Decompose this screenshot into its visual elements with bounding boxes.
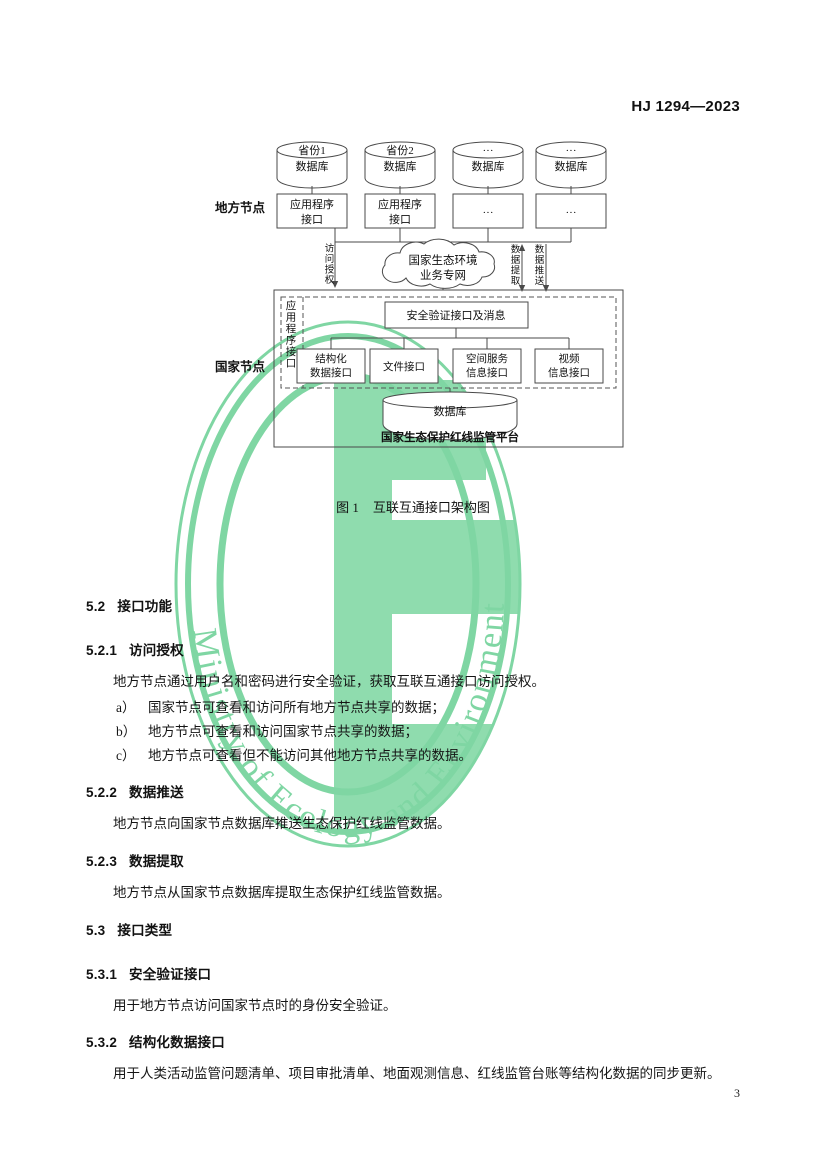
paragraph-5-2-1: 地方节点通过用户名和密码进行安全验证，获取互联互通接口访问授权。 (113, 674, 545, 689)
db-label-1-line1: 省份1 (298, 144, 326, 157)
section-title-5-2-2: 数据推送 (129, 785, 184, 800)
flow-label-data-push: 数据推送 (532, 244, 543, 286)
list-item: c） 地方节点可查看但不能访问其他地方节点共享的数据。 (116, 746, 740, 766)
paragraph-5-3-2: 用于人类活动监管问题清单、项目审批清单、地面观测信息、红线监管台账等结构化数据的… (113, 1066, 721, 1081)
section-number-5-2: 5.2 (86, 599, 106, 614)
arrowhead-access-auth-down (331, 281, 339, 288)
cloud-national-network (381, 238, 496, 289)
figure-caption: 图 1 互联互通接口架构图 (0, 497, 826, 516)
api-box-2 (364, 193, 436, 229)
db-cylinder-4 (535, 141, 607, 189)
national-db-label: 数据库 (434, 404, 467, 418)
db-label-2-line2: 数据库 (384, 159, 417, 173)
section-number-5-2-1: 5.2.1 (86, 643, 118, 658)
figure-label-national-node: 国家节点 (215, 359, 266, 374)
db-cylinder-2 (364, 141, 436, 189)
section-title-5-2-1: 访问授权 (129, 643, 184, 658)
api-box-3 (452, 193, 524, 229)
section-heading-5-3-2: 5.3.2 结构化数据接口 (86, 1031, 225, 1051)
section-heading-5-2-1: 5.2.1 访问授权 (86, 639, 184, 659)
section-number-5-3-2: 5.3.2 (86, 1035, 118, 1050)
list-item: a） 国家节点可查看和访问所有地方节点共享的数据； (116, 698, 740, 718)
section-heading-5-2-3: 5.2.3 数据提取 (86, 850, 184, 870)
list-item: b） 地方节点可查看和访问国家节点共享的数据； (116, 722, 740, 742)
figure-label-local-node: 地方节点 (215, 200, 266, 215)
list-item-text-c: 地方节点可查看但不能访问其他地方节点共享的数据。 (148, 748, 472, 763)
interface-label-4-line2: 信息接口 (548, 366, 590, 379)
section-number-5-3-1: 5.3.1 (86, 967, 118, 982)
arrowhead-data-extract-up (518, 244, 526, 251)
section-number-5-3: 5.3 (86, 923, 106, 938)
db-label-1-line2: 数据库 (296, 159, 329, 173)
db-label-3-line2: 数据库 (472, 159, 505, 173)
section-heading-5-3: 5.3 接口类型 (86, 919, 172, 939)
db-label-4-line1: ··· (566, 145, 577, 157)
arrowhead-data-extract-down (518, 285, 526, 292)
list-item-text-b: 地方节点可查看和访问国家节点共享的数据； (148, 724, 418, 739)
list-item-label-b: b） (116, 724, 137, 739)
arrowhead-data-push-down (542, 285, 550, 292)
flow-label-data-extract: 数据提取 (508, 244, 519, 286)
interface-box-4 (534, 348, 604, 384)
db-cylinder-1 (276, 141, 348, 189)
api-label-1-line1: 应用程序 (290, 197, 334, 211)
interface-label-3-line1: 空间服务 (466, 352, 508, 365)
db-label-3-line1: ··· (483, 145, 494, 157)
national-platform-label: 国家生态保护红线监管平台 (381, 430, 519, 444)
db-label-2-line1: 省份2 (386, 144, 414, 157)
figure-caption-label: 图 1 (336, 500, 359, 515)
interface-label-3-line2: 信息接口 (466, 366, 508, 379)
interface-label-4-line1: 视频 (559, 352, 580, 365)
api-label-2-line2: 接口 (389, 213, 411, 226)
section-title-5-3-2: 结构化数据接口 (129, 1035, 225, 1050)
list-item-label-a: a） (116, 700, 136, 715)
api-label-3-line1: ··· (483, 207, 494, 219)
interface-label-1-line2: 数据接口 (310, 366, 352, 379)
section-title-5-2-3: 数据提取 (129, 854, 184, 869)
section-heading-5-3-1: 5.3.1 安全验证接口 (86, 963, 211, 983)
section-number-5-2-3: 5.2.3 (86, 854, 118, 869)
national-api-vertical-label: 应用程序接口 (284, 300, 296, 369)
figure-interconnection-architecture: 地方节点 国家节点 省份1 数据库 省份2 数据库 ··· 数据库 ··· 数据… (0, 130, 826, 490)
api-box-4 (535, 193, 607, 229)
document-header-standard-code: HJ 1294—2023 (631, 98, 740, 115)
section-heading-5-2: 5.2 接口功能 (86, 595, 172, 615)
cloud-label-line2: 业务专网 (420, 268, 466, 282)
section-heading-5-2-2: 5.2.2 数据推送 (86, 781, 184, 801)
api-box-1 (276, 193, 348, 229)
list-item-text-a: 国家节点可查看和访问所有地方节点共享的数据； (148, 700, 445, 715)
cloud-label-line1: 国家生态环境 (409, 253, 478, 267)
api-label-2-line1: 应用程序 (378, 197, 422, 211)
api-label-4-line1: ··· (566, 207, 577, 219)
interface-label-1-line1: 结构化 (315, 352, 347, 365)
paragraph-5-2-2: 地方节点向国家节点数据库推送生态保护红线监管数据。 (113, 816, 451, 831)
page-number: 3 (734, 1086, 740, 1100)
section-title-5-3-1: 安全验证接口 (129, 967, 212, 982)
db-label-4-line2: 数据库 (555, 159, 588, 173)
flow-label-access-auth: 访问授权 (322, 243, 333, 285)
section-number-5-2-2: 5.2.2 (86, 785, 118, 800)
list-item-label-c: c） (116, 748, 136, 763)
security-interface-label: 安全验证接口及消息 (407, 308, 506, 322)
interface-label-2-line1: 文件接口 (383, 360, 425, 373)
figure-caption-title: 互联互通接口架构图 (372, 500, 490, 515)
section-title-5-2: 接口功能 (117, 599, 173, 614)
paragraph-5-2-3: 地方节点从国家节点数据库提取生态保护红线监管数据。 (113, 885, 451, 900)
arrowheads (331, 244, 550, 292)
paragraph-5-3-1: 用于地方节点访问国家节点时的身份安全验证。 (113, 998, 397, 1013)
section-title-5-3: 接口类型 (117, 923, 173, 938)
db-cylinder-3 (452, 141, 524, 189)
api-label-1-line2: 接口 (301, 213, 323, 226)
